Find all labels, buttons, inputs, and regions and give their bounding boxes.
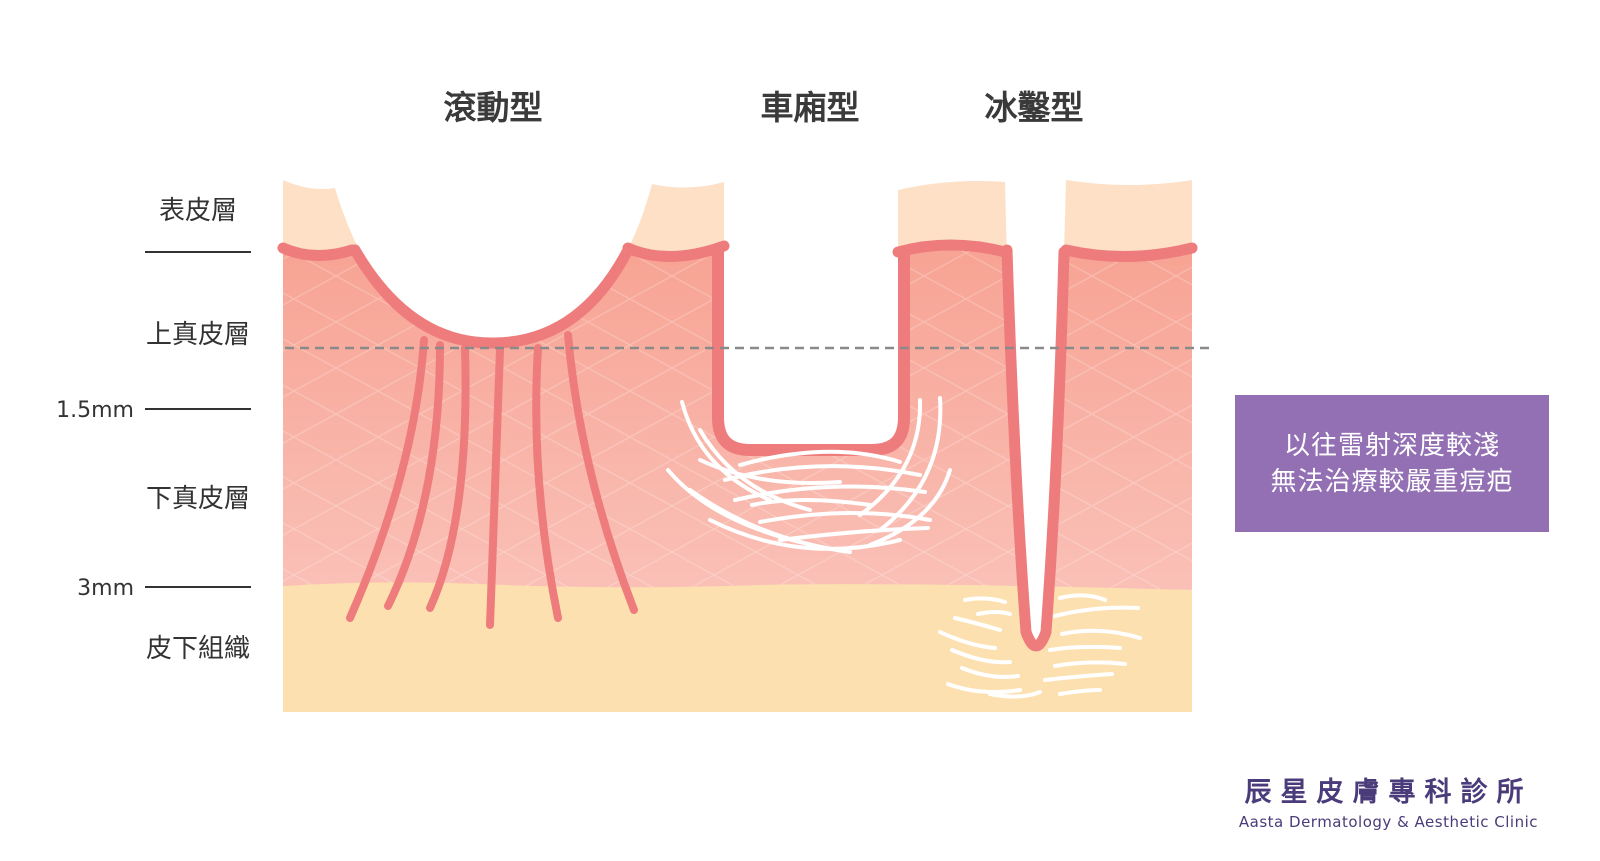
boxcar-collagen <box>666 396 952 554</box>
clinic-logo: 辰星皮膚專科診所 Aasta Dermatology & Aesthetic C… <box>1239 770 1538 831</box>
callout-text: 以往雷射深度較淺 無法治療較嚴重痘疤 <box>1235 395 1549 532</box>
scar-type-label-icepick: 冰鑿型 <box>985 88 1084 127</box>
scar-type-label-rolling: 滾動型 <box>444 88 543 127</box>
scar-type-label-boxcar: 車廂型 <box>761 88 860 127</box>
junction-mid <box>622 240 730 263</box>
layer-label-upper-dermis: 上真皮層 <box>146 320 250 350</box>
icepick-collagen <box>938 593 1142 699</box>
clinic-name-zh: 辰星皮膚專科診所 <box>1244 777 1533 808</box>
junction-right-b <box>1060 242 1198 262</box>
layer-label-subcutaneous: 皮下組織 <box>146 634 250 664</box>
rolling-scar <box>346 244 638 629</box>
rolling-scar-edge <box>349 244 634 349</box>
ruler-ticks <box>145 251 251 588</box>
junction-lines <box>277 239 1198 263</box>
layer-label-lower-dermis: 下真皮層 <box>146 484 250 514</box>
boxcar-scar-edge <box>712 250 910 456</box>
clinic-name-en: Aasta Dermatology & Aesthetic Clinic <box>1238 813 1538 831</box>
junction-right-a <box>892 239 1011 258</box>
layer-label-epidermis: 表皮層 <box>159 196 237 226</box>
epidermis-layer <box>283 180 1192 270</box>
callout-line-1: 以往雷射深度較淺 <box>1283 430 1500 461</box>
boxcar-scar <box>666 250 952 554</box>
callout-box <box>1235 395 1549 532</box>
icepick-scar-edge <box>1001 244 1070 652</box>
depth-label-1-5mm: 1.5mm <box>56 398 134 423</box>
subcutaneous-layer <box>283 582 1192 712</box>
icepick-scar <box>938 244 1142 699</box>
junction-left <box>277 242 358 262</box>
rolling-scar-tethers <box>346 331 638 629</box>
depth-label-3mm: 3mm <box>77 576 134 601</box>
callout-line-2: 無法治療較嚴重痘疤 <box>1270 466 1514 497</box>
